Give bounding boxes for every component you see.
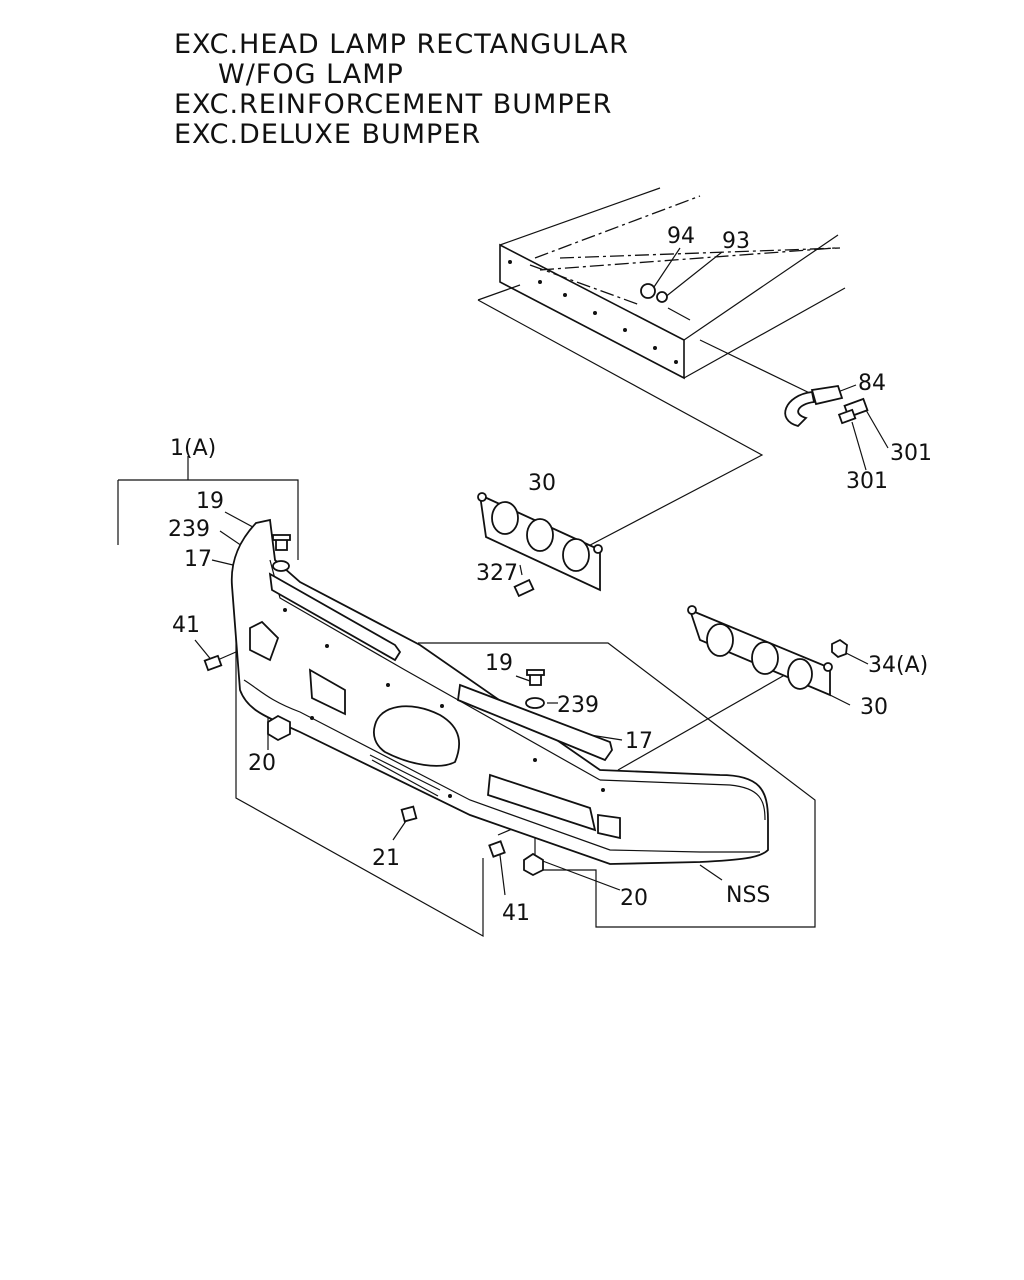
front-bumper [230,518,769,865]
bolt-41-left [203,654,223,672]
callout-30-left: 30 [528,471,556,496]
bolt-19-left [272,534,291,551]
callout-34a: 34(A) [868,653,928,678]
callout-19-right: 19 [485,651,513,676]
callout-93: 93 [722,229,750,254]
header-line-2: W/FOG LAMP [218,59,404,90]
bracket-right [687,605,833,697]
callout-327: 327 [476,561,518,586]
callout-84: 84 [858,371,886,396]
clip-21 [400,805,418,823]
bolt-327 [513,578,535,598]
callout-20-left: 20 [248,751,276,776]
callout-301-a: 301 [890,441,932,466]
callout-239-right: 239 [557,693,599,718]
callout-301-b: 301 [846,469,888,494]
washer-239-right [525,697,545,709]
callout-41-left: 41 [172,613,200,638]
nut-20-left [267,714,291,742]
tow-hook [784,384,844,428]
callout-21: 21 [372,846,400,871]
bolt-301 [837,397,869,425]
nut-94 [640,283,668,303]
callout-30-right: 30 [860,695,888,720]
header-line-4: EXC.DELUXE BUMPER [174,119,482,150]
nut-20-right [523,852,544,877]
callout-41-right: 41 [502,901,530,926]
callout-nss: NSS [726,883,770,908]
callout-labels: 94 93 84 301 301 1(A) 19 239 17 30 327 4… [168,224,932,926]
header-line-1: EXC.HEAD LAMP RECTANGULAR [174,29,629,60]
callout-17-right: 17 [625,729,653,754]
chassis-frame [499,187,846,380]
callout-19-left: 19 [196,489,224,514]
nut-34a [831,638,848,659]
bolt-41-right [488,840,506,858]
callout-20-right: 20 [620,886,648,911]
callout-17-left: 17 [184,547,212,572]
bolt-19-right [526,669,545,686]
callout-239-left: 239 [168,517,210,542]
bracket-left [477,492,603,592]
header-line-3: EXC.REINFORCEMENT BUMPER [174,89,613,120]
washer-239-left [272,560,290,572]
callout-1a: 1(A) [170,436,216,461]
callout-94: 94 [667,224,695,249]
